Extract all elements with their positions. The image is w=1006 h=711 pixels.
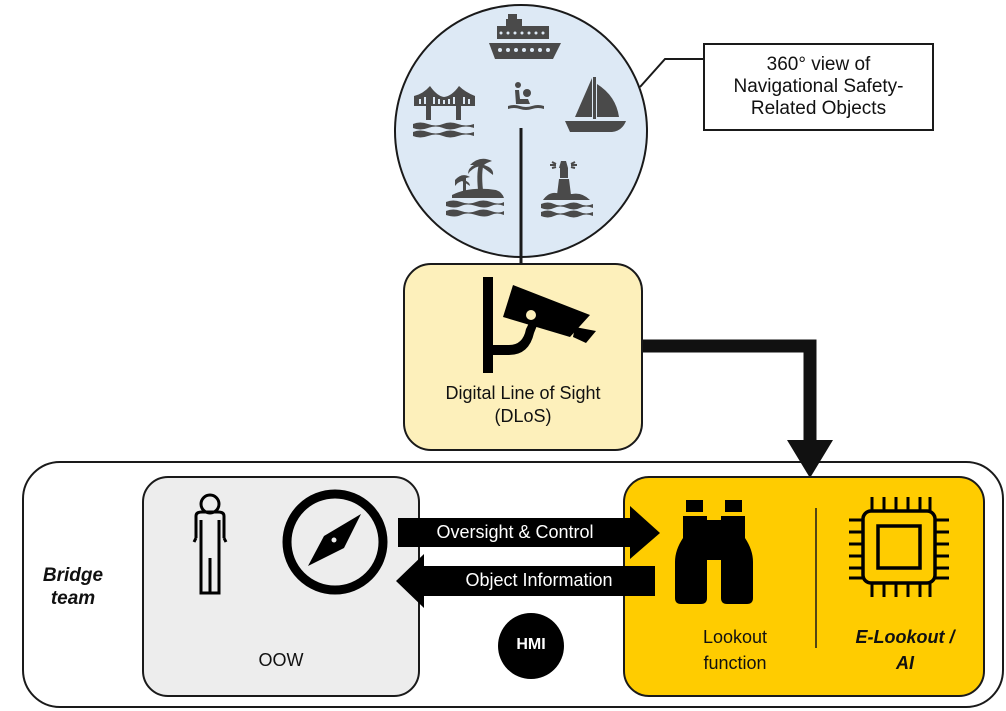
callout-line-3: Related Objects — [750, 98, 887, 119]
lookout-function-label: Lookout function — [685, 624, 785, 676]
lighthouse-icon — [541, 161, 593, 218]
bridge-team-label: Bridge team — [28, 564, 118, 610]
hmi-circle — [498, 613, 564, 679]
bridge-icon — [413, 86, 475, 138]
e-lookout-ai-label: E-Lookout / AI — [835, 624, 975, 676]
person-icon — [192, 493, 228, 595]
bridge-team-label-line-1: Bridge — [42, 565, 104, 586]
object-information-label: Object Information — [465, 570, 613, 590]
oow-icons — [192, 489, 388, 595]
compass-icon — [282, 489, 388, 595]
callout-leader-line — [639, 58, 703, 88]
dlos-label-line-2: (DLoS) — [494, 406, 552, 426]
lookout-label-line-1: Lookout — [702, 627, 768, 647]
surveillance-camera-icon — [483, 277, 596, 373]
dlos-box: Digital Line of Sight (DLoS) — [403, 263, 643, 451]
hmi-label: HMI — [516, 636, 546, 653]
island-icon — [446, 158, 504, 217]
lookout-box: Lookout function E-Lookout / AI — [623, 476, 985, 697]
lookout-label-line-2: function — [703, 653, 767, 673]
swimmer-icon — [508, 82, 544, 110]
callout-line-2: Navigational Safety- — [733, 76, 904, 97]
object-information-arrow — [396, 554, 655, 608]
bridge-team-label-line-2: team — [50, 588, 96, 609]
binoculars-icon — [675, 500, 753, 604]
oversight-control-arrow — [398, 506, 660, 559]
ai-label-line-1: E-Lookout / — [855, 627, 955, 647]
oversight-control-label: Oversight & Control — [436, 522, 594, 542]
sailboat-icon — [565, 77, 626, 132]
ai-label-line-2: AI — [896, 653, 914, 673]
callout-360-view: 360° view of Navigational Safety- Relate… — [703, 43, 934, 131]
cruise-ship-icon — [489, 14, 561, 59]
oow-label: OOW — [258, 650, 304, 670]
oow-box: OOW — [142, 476, 420, 697]
dlos-label-line-1: Digital Line of Sight — [445, 383, 601, 403]
lookout-icons — [675, 497, 949, 648]
dlos-label: Digital Line of Sight (DLoS) — [405, 382, 641, 428]
callout-line-1: 360° view of — [766, 54, 871, 75]
microchip-icon — [849, 497, 949, 597]
